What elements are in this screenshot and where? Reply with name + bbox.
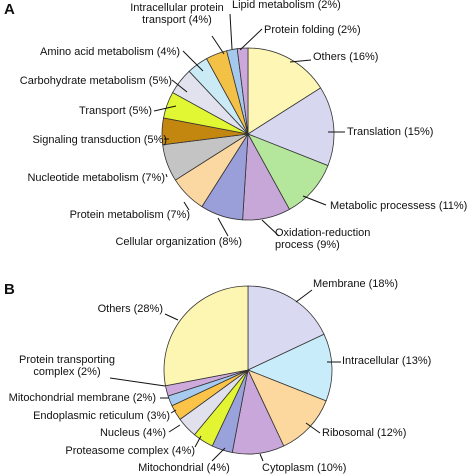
pie-a-leader-metabolic-processess bbox=[302, 195, 327, 206]
pie-b-slice-intracellular bbox=[246, 333, 333, 402]
pie-b-leader-others bbox=[164, 313, 179, 321]
pie-chart-a-labels: Others (16%) Translation (15%) Metabolic p… bbox=[20, 0, 468, 251]
panel-b-letter: B bbox=[4, 281, 15, 298]
pie-a-label-others: Others (16%) bbox=[313, 51, 378, 63]
pie-b-leader-proteasome-complex bbox=[194, 435, 202, 448]
pie-b-label-mitochondrial: Mitochondrial (4%) bbox=[138, 462, 230, 474]
pie-b-label-nucleus: Nucleus (4%) bbox=[100, 427, 166, 439]
pie-b-label-others: Others (28%) bbox=[98, 303, 163, 315]
pie-a-label-carbohydrate-metabolism: Carbohydrate metabolism (5%) bbox=[20, 75, 172, 87]
pie-a-slice-others bbox=[247, 47, 322, 135]
pie-a-label-nucleotide-metabolism: Nucleotide metabolism (7%) bbox=[27, 172, 165, 184]
pie-a-leader-protein-folding bbox=[239, 28, 263, 51]
pie-b-slice-membrane bbox=[247, 285, 325, 371]
pie-a-leader-lipid-metabolism bbox=[229, 13, 233, 50]
pie-a-leader-amino-acid-metabolism bbox=[182, 50, 204, 72]
pie-a-leader-oxidation-reduction-process bbox=[261, 219, 280, 237]
pie-b-label-proteasome-complex: Proteasome complex (4%) bbox=[65, 445, 195, 457]
pie-b-leader-endoplasmic-reticulum bbox=[170, 409, 177, 414]
pie-chart-b-labels: Membrane (18%) Intracellular (13%) Ribosom… bbox=[9, 278, 432, 474]
pie-b-leader-nucleus bbox=[168, 424, 181, 433]
pie-a-label-lipid-metabolism: Lipid metabolism (2%) bbox=[232, 0, 341, 11]
pie-a-leader-others bbox=[289, 59, 312, 63]
pie-a-leader-carbohydrate-metabolism bbox=[171, 79, 188, 93]
pie-b-leader-membrane bbox=[295, 289, 313, 303]
pie-b-leader-cytoplasm bbox=[259, 453, 264, 462]
pie-a-leader-transport bbox=[153, 105, 177, 112]
pie-a-leader-nucleotide-metabolism bbox=[165, 173, 168, 178]
pie-a-label-cellular-organization: Cellular organization (8%) bbox=[115, 236, 242, 248]
pie-a-slice-translation bbox=[247, 87, 335, 167]
panel-a-letter: A bbox=[4, 1, 15, 18]
pie-b-label-mitochondrial-membrane: Mitochondrial membrane (2%) bbox=[9, 392, 156, 404]
pie-b-slice-ribosomal bbox=[247, 369, 327, 447]
pie-b-leader-mitochondrial bbox=[211, 447, 226, 462]
pie-chart-b bbox=[163, 285, 333, 455]
pie-a-leader-intracellular-protein-transport bbox=[211, 35, 225, 55]
pie-a-label-translation: Translation (15%) bbox=[347, 126, 433, 138]
pie-b-label-ribosomal: Ribosomal (12%) bbox=[322, 427, 406, 439]
pie-b-label-intracellular: Intracellular (13%) bbox=[342, 355, 431, 367]
pie-a-label-metabolic-processess: Metabolic processess (11%) bbox=[330, 200, 467, 212]
pie-a-label-signaling-transduction: Signaling transduction (5%) bbox=[32, 134, 167, 146]
pie-b-label-cytoplasm: Cytoplasm (10%) bbox=[262, 462, 346, 474]
pie-a-label-amino-acid-metabolism: Amino acid metabolism (4%) bbox=[40, 46, 180, 58]
pie-b-leader-protein-transporting-complex bbox=[109, 377, 166, 387]
pie-a-label-protein-folding: Protein folding (2%) bbox=[264, 24, 361, 36]
pie-a-label-protein-metabolism: Protein metabolism (7%) bbox=[70, 209, 190, 221]
pie-b-leader-ribosomal bbox=[305, 422, 321, 434]
pie-a-leader-protein-metabolism bbox=[183, 201, 190, 211]
pie-a-leader-cellular-organization bbox=[217, 217, 229, 237]
pie-b-label-membrane: Membrane (18%) bbox=[313, 278, 398, 290]
pie-b-label-endoplasmic-reticulum: Endoplasmic reticulum (3%) bbox=[33, 410, 170, 422]
pie-a-label-transport: Transport (5%) bbox=[79, 105, 152, 117]
pie-chart-a bbox=[161, 47, 335, 221]
pie-b-slice-others bbox=[163, 285, 249, 387]
